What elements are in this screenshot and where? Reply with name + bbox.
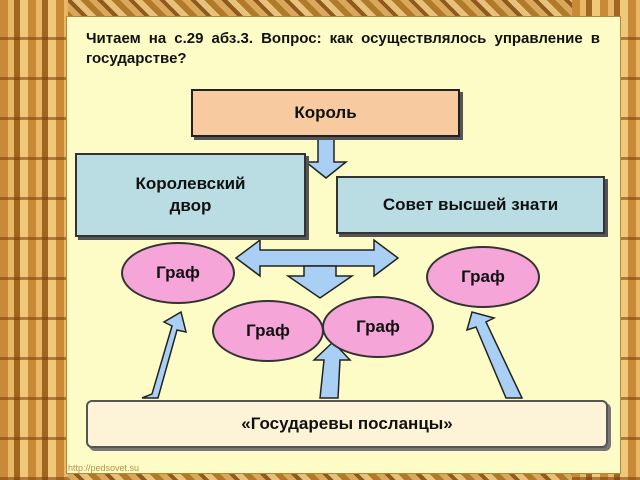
arrow-up-middle — [312, 340, 352, 399]
king-box: Король — [191, 89, 460, 137]
envoys-label: «Государевы посланцы» — [241, 414, 453, 433]
envoys-box: «Государевы посланцы» — [86, 400, 608, 448]
council-label: Совет высшей знати — [382, 195, 559, 214]
count-label-3: Граф — [246, 321, 290, 340]
arrow-up-left — [141, 310, 188, 399]
question-text: Читаем на с.29 абз.3. Вопрос: как осущес… — [86, 30, 600, 67]
count-oval-2: Граф — [426, 246, 540, 308]
arrow-up-right — [465, 311, 524, 399]
count-oval-4: Граф — [322, 296, 434, 358]
royal-court-label: Королевский двор — [135, 174, 246, 215]
council-box: Совет высшей знати — [336, 176, 605, 234]
arrow-down-center — [285, 265, 355, 299]
count-label-4: Граф — [356, 317, 400, 336]
count-oval-1: Граф — [121, 242, 235, 304]
arrow-down-king — [303, 133, 349, 179]
frame-left-border — [0, 0, 68, 480]
count-oval-3: Граф — [212, 300, 324, 362]
arrow-double-horizontal — [234, 238, 400, 278]
royal-court-box: Королевский двор — [75, 153, 306, 237]
count-label-2: Граф — [461, 267, 505, 286]
king-label: Король — [294, 103, 357, 122]
watermark: http://pedsovet.su — [68, 463, 140, 473]
count-label-1: Граф — [156, 263, 200, 282]
